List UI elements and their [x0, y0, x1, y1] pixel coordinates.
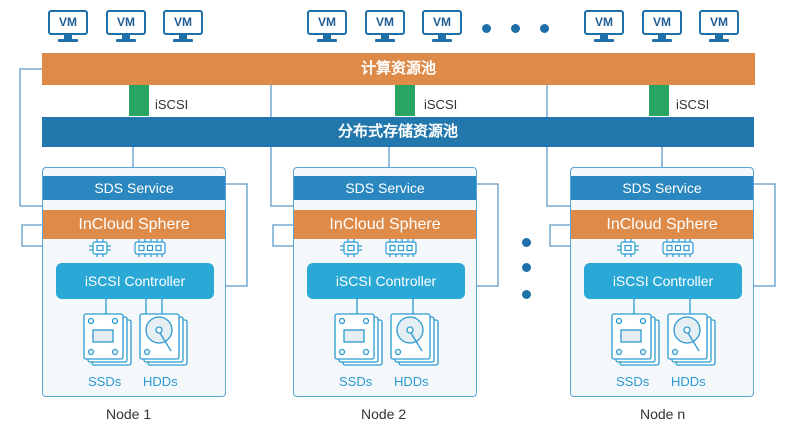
memory-module-icon [662, 239, 694, 257]
vm-monitor-icon: VM [163, 10, 203, 44]
incloud-sphere: InCloud Sphere [571, 210, 753, 239]
connector-line [214, 183, 248, 287]
iscsi-label: iSCSI [676, 97, 710, 112]
sds-service: SDS Service [294, 176, 476, 200]
disk-icons [611, 299, 716, 366]
vm-monitor-icon: VM [365, 10, 405, 44]
vm-monitor-icon: VM [106, 10, 146, 44]
sds-service: SDS Service [571, 176, 753, 200]
disk-icons [83, 299, 188, 366]
iscsi-link-block [129, 85, 149, 116]
ssd-label: SSDs [616, 374, 650, 389]
vm-monitor-icon: VM [422, 10, 462, 44]
vm-monitor-icon: VM [699, 10, 739, 44]
cpu-chip-icon [340, 239, 417, 257]
hdd-label: HDDs [394, 374, 429, 389]
vm-monitor-icon: VM [642, 10, 682, 44]
ellipsis-dot [482, 24, 491, 33]
iscsi-controller: iSCSI Controller [307, 263, 465, 299]
ellipsis-dot [540, 24, 549, 33]
iscsi-label: iSCSI [155, 97, 189, 112]
hdd-label: HDDs [671, 374, 706, 389]
hdd-icon [139, 313, 188, 366]
ssd-icon [611, 313, 660, 366]
hdd-icon [667, 313, 716, 366]
connector-line [466, 183, 499, 287]
node-label: Node 1 [106, 406, 152, 422]
node-label: Node 2 [361, 406, 407, 422]
node-label: Node n [640, 406, 686, 422]
ellipsis-dot [522, 238, 531, 247]
iscsi-link-block [649, 85, 669, 116]
iscsi-link-block [395, 85, 415, 116]
memory-module-icon [385, 239, 417, 257]
iscsi-controller: iSCSI Controller [56, 263, 214, 299]
incloud-sphere: InCloud Sphere [294, 210, 476, 239]
iscsi-controller: iSCSI Controller [584, 263, 742, 299]
iscsi-label: iSCSI [424, 97, 458, 112]
ellipsis-dot [511, 24, 520, 33]
node-2: SDS Service InCloud Sphere iSCSI Control… [293, 167, 477, 397]
ellipsis-dot [522, 290, 531, 299]
cpu-chip-icon [89, 239, 166, 257]
connector-line [742, 183, 776, 287]
hdd-label: HDDs [143, 374, 178, 389]
sds-service: SDS Service [43, 176, 225, 200]
incloud-sphere: InCloud Sphere [43, 210, 225, 239]
memory-module-icon [134, 239, 166, 257]
vm-monitor-icon: VM [48, 10, 88, 44]
distributed-storage-pool: 分布式存储资源池 [42, 117, 754, 147]
node-n: SDS Service InCloud Sphere iSCSI Control… [570, 167, 754, 397]
ssd-label: SSDs [339, 374, 373, 389]
hdd-icon [390, 313, 439, 366]
ssd-label: SSDs [88, 374, 122, 389]
cpu-chip-icon [617, 239, 694, 257]
ssd-icon [83, 313, 132, 366]
node-1: SDS Service InCloud Sphere iSCSI Control… [42, 167, 226, 397]
connector-line [19, 68, 42, 207]
ssd-icon [334, 313, 383, 366]
disk-icons [334, 299, 439, 366]
ellipsis-dot [522, 263, 531, 272]
vm-monitor-icon: VM [584, 10, 624, 44]
compute-resource-pool: 计算资源池 [42, 53, 755, 85]
vm-monitor-icon: VM [307, 10, 347, 44]
